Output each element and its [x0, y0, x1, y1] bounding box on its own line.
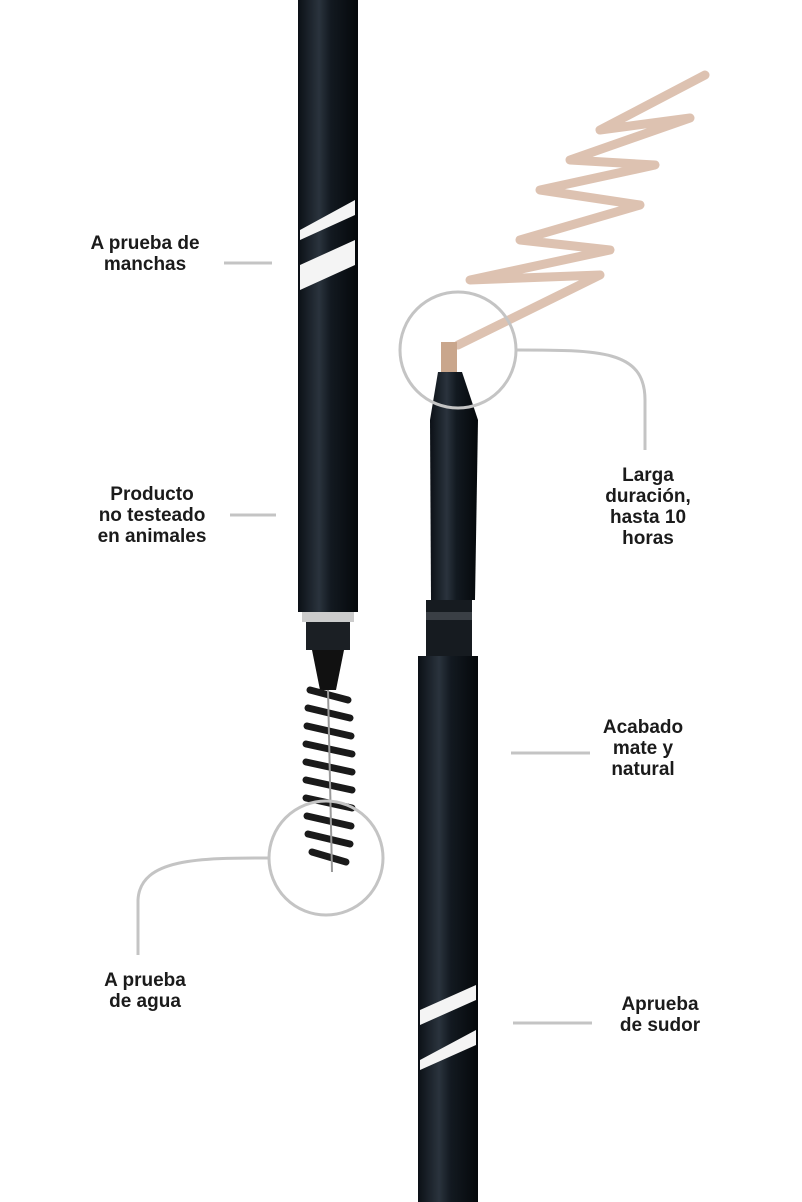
brow-swatch	[453, 70, 710, 350]
logo-stripe	[420, 985, 476, 1070]
feature-smudge-proof: A prueba de manchas	[90, 233, 200, 275]
feature-cruelty-free: Producto no testeado en animales	[97, 484, 207, 547]
feature-waterproof: A prueba de agua	[104, 970, 186, 1012]
right-pencil-liner	[418, 342, 478, 1202]
left-pencil-spoolie	[298, 0, 358, 873]
callout-lines	[136, 261, 647, 1025]
feature-long-lasting: Larga duración, hasta 10 horas	[605, 465, 691, 549]
feature-matte-finish: Acabado mate y natural	[602, 717, 684, 780]
logo-stripe	[300, 200, 355, 290]
feature-sweat-proof: Aprueba de sudor	[619, 994, 701, 1036]
